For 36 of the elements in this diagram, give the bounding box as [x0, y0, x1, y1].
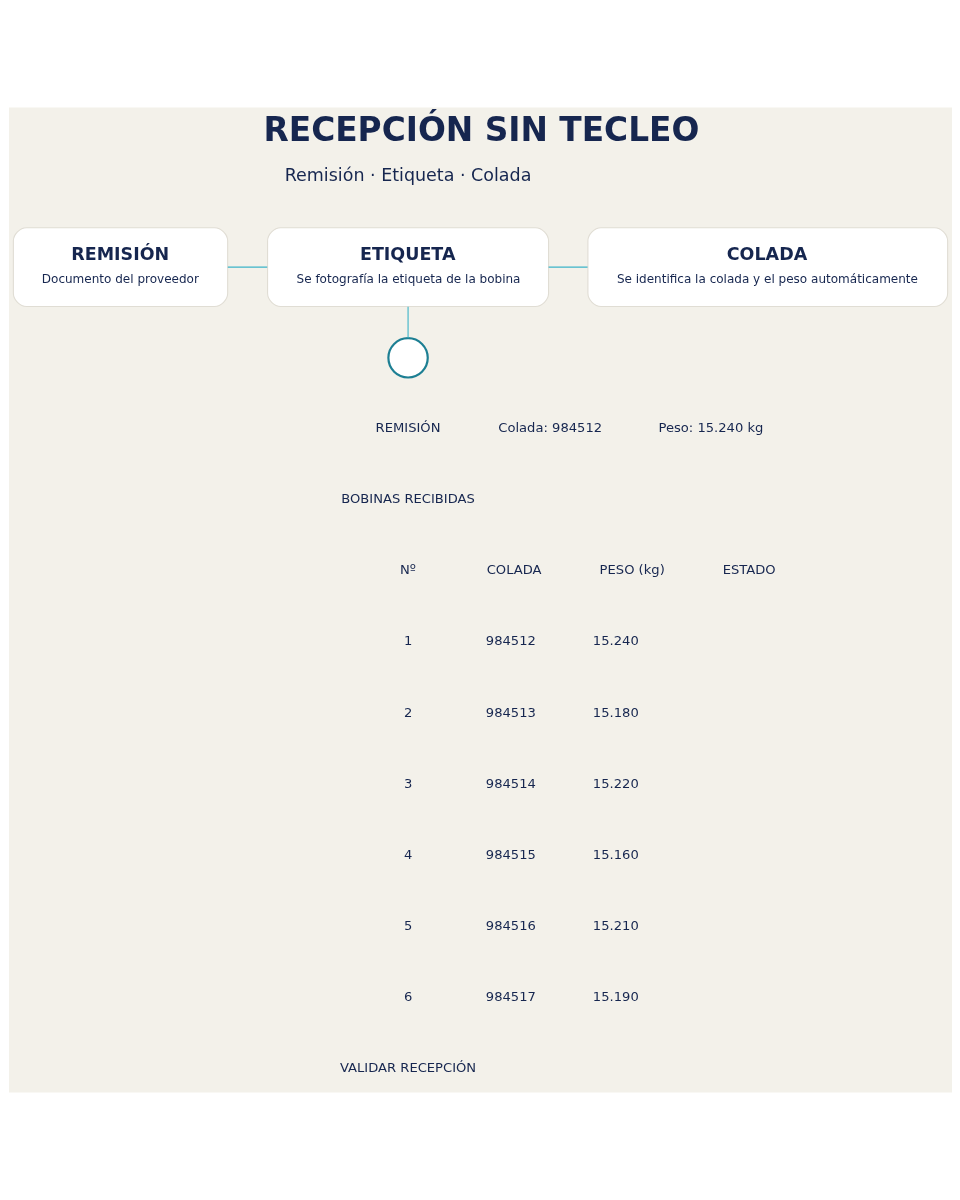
label: 6	[403, 988, 412, 1004]
label: Remisión · Etiqueta · Colada	[284, 164, 531, 185]
label: COLADA	[486, 562, 542, 578]
label: 984516	[485, 917, 536, 933]
label: 984517	[485, 988, 536, 1004]
label: 15.160	[592, 846, 639, 862]
label: ESTADO	[722, 562, 776, 578]
label: 15.240	[592, 633, 639, 649]
label: 3	[403, 775, 412, 791]
node-box: COLADA Se identifica la colada y el peso automáticamente	[586, 227, 948, 307]
node-circle	[386, 337, 429, 379]
connector	[407, 306, 409, 339]
node-box: REMISIÓN Documento del proveedor	[12, 227, 228, 307]
label: 15.190	[592, 988, 639, 1004]
label: 1	[403, 633, 412, 649]
label: 984514	[485, 775, 536, 791]
label: PESO (kg)	[599, 562, 665, 578]
label: 2	[403, 704, 412, 720]
label: VALIDAR RECEPCIÓN	[339, 1059, 476, 1075]
label: Nº	[399, 562, 416, 578]
label: 15.220	[592, 775, 639, 791]
label: 984513	[485, 704, 536, 720]
label: Colada: 984512	[497, 420, 602, 436]
label: 984515	[485, 846, 536, 862]
connector	[547, 266, 588, 268]
label: BOBINAS RECIBIDAS	[340, 491, 475, 507]
label: 15.210	[592, 917, 639, 933]
connector	[226, 266, 268, 268]
label: 15.180	[592, 704, 639, 720]
label: REMISIÓN	[375, 420, 441, 436]
label: Peso: 15.240 kg	[657, 420, 763, 436]
label: 984512	[485, 633, 536, 649]
node-box: ETIQUETA Se fotografía la etiqueta de la bobina	[266, 227, 549, 307]
label: 4	[403, 846, 412, 862]
diagram-title: RECEPCIÓN SIN TECLEO	[262, 111, 699, 150]
label: 5	[403, 917, 412, 933]
